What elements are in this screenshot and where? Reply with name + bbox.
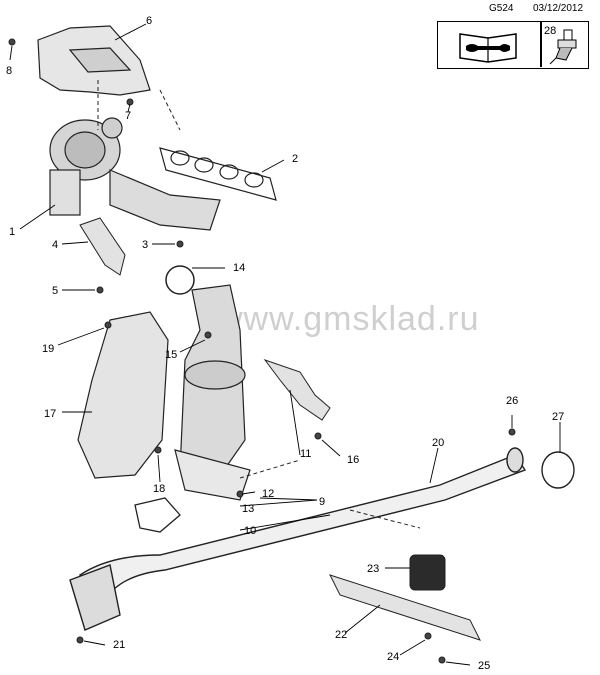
callout-labels: 1 2 3 4 5 6 7 8 9 10 11 12 13 14 15 16 1… [6, 15, 564, 672]
callout-11: 11 [300, 448, 311, 460]
callout-24: 24 [387, 651, 399, 663]
callout-6: 6 [146, 15, 152, 27]
catalytic-converter [174, 284, 251, 501]
callout-4: 4 [52, 239, 58, 251]
callout-5: 5 [52, 285, 58, 297]
converter-bracket [263, 359, 331, 421]
callout-27: 27 [552, 411, 564, 423]
mounting-bracket [329, 574, 481, 641]
callout-14: 14 [233, 262, 245, 274]
bracket-4 [79, 217, 126, 276]
fasteners [8, 38, 516, 664]
callout-16: 16 [347, 454, 359, 466]
callout-25: 25 [478, 660, 490, 672]
callout-20: 20 [432, 437, 444, 449]
callout-2: 2 [292, 153, 298, 165]
callout-15: 15 [165, 349, 177, 361]
callout-22: 22 [335, 629, 347, 641]
callout-23: 23 [367, 563, 379, 575]
callout-18: 18 [153, 483, 165, 495]
callout-1: 1 [9, 226, 15, 238]
front-exhaust-pipe [69, 447, 527, 631]
callout-9: 9 [319, 496, 325, 508]
watermark: www.gmsklad.ru [218, 300, 480, 338]
callout-7: 7 [125, 110, 131, 122]
info-box-divider [540, 22, 542, 67]
repair-manual-icon [459, 33, 517, 63]
heat-shield-upper [37, 25, 151, 96]
callout-12: 12 [262, 488, 274, 500]
assembly-guide-lines [97, 80, 421, 529]
sensor-part-icon [549, 29, 577, 65]
callout-21: 21 [113, 639, 125, 651]
callout-8: 8 [6, 65, 12, 77]
part-ref-28: 28 [544, 25, 557, 37]
callout-3: 3 [142, 239, 148, 251]
callout-13: 13 [242, 503, 254, 515]
callout-10: 10 [244, 525, 256, 537]
turbo-manifold [49, 117, 221, 231]
diagram-date: 03/12/2012 [533, 3, 584, 14]
rear-flange-gasket [541, 451, 575, 489]
callout-leaders [9, 23, 561, 666]
flange-gasket [134, 497, 181, 533]
info-box: 28 [437, 21, 589, 69]
seal-ring [165, 265, 195, 295]
manifold-gasket [159, 147, 277, 201]
callout-19: 19 [42, 343, 54, 355]
rubber-hanger [409, 554, 446, 591]
converter-heat-shield [77, 311, 169, 479]
callout-17: 17 [44, 408, 56, 420]
diagram-code: G524 [489, 3, 514, 14]
callout-26: 26 [506, 395, 518, 407]
